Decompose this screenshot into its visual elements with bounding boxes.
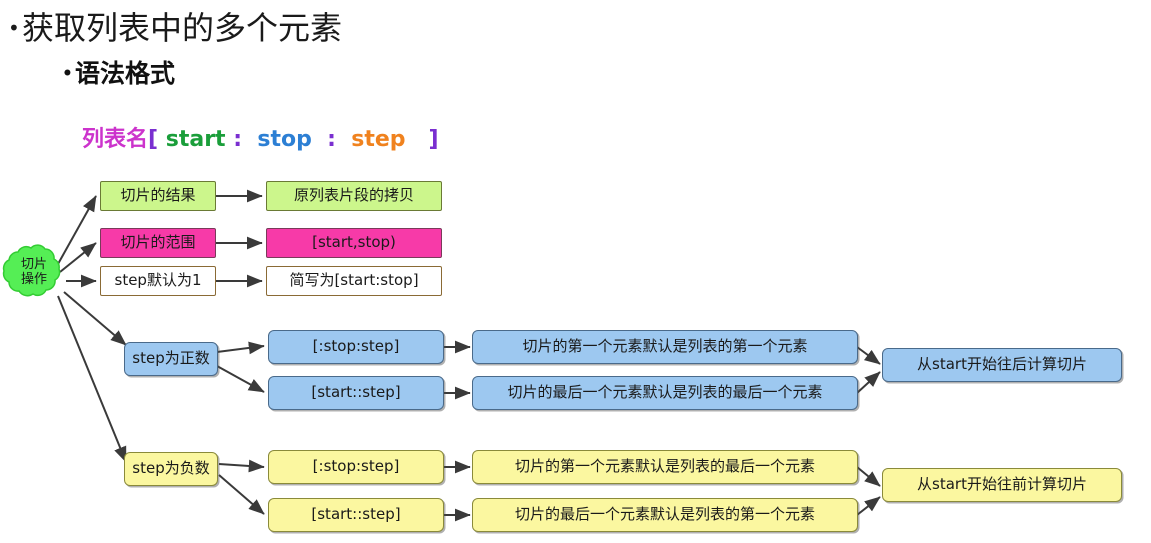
node-positive-desc-2[interactable]: 切片的最后一个元素默认是列表的最后一个元素 — [472, 376, 858, 410]
node-step-positive[interactable]: step为正数 — [124, 342, 218, 376]
syntax-bracket-open: [ — [148, 127, 159, 152]
node-positive-desc-1[interactable]: 切片的第一个元素默认是列表的第一个元素 — [472, 330, 858, 364]
syntax-list-name: 列表名 — [82, 127, 149, 152]
node-step-default[interactable]: step默认为1 — [100, 266, 216, 296]
syntax-bracket-close: ] — [413, 127, 439, 152]
syntax-colon-2: : — [319, 127, 344, 152]
node-slice-result-effect-label: 原列表片段的拷贝 — [293, 186, 414, 205]
node-root-cloud[interactable]: 切片 操作 — [2, 242, 66, 304]
syntax-step: step — [343, 127, 414, 152]
node-negative-slice-2-label: [start::step] — [311, 505, 401, 524]
node-positive-result[interactable]: 从start开始往后计算切片 — [882, 348, 1122, 382]
node-step-default-effect-label: 简写为[start:stop] — [289, 271, 419, 290]
syntax-stop: stop — [249, 127, 320, 152]
node-negative-slice-1[interactable]: [:stop:step] — [268, 450, 444, 484]
node-slice-result[interactable]: 切片的结果 — [100, 181, 216, 211]
node-negative-slice-1-label: [:stop:step] — [312, 457, 400, 476]
bullet-level-1: •获取列表中的多个元素 — [8, 8, 342, 48]
node-positive-desc-2-label: 切片的最后一个元素默认是列表的最后一个元素 — [507, 383, 823, 402]
syntax-start: start — [158, 127, 226, 152]
node-negative-desc-1[interactable]: 切片的第一个元素默认是列表的最后一个元素 — [472, 450, 858, 484]
node-negative-slice-2[interactable]: [start::step] — [268, 498, 444, 532]
node-negative-desc-2[interactable]: 切片的最后一个元素默认是列表的第一个元素 — [472, 498, 858, 532]
node-negative-result-label: 从start开始往前计算切片 — [917, 475, 1087, 494]
node-slice-result-effect[interactable]: 原列表片段的拷贝 — [266, 181, 442, 211]
node-step-positive-label: step为正数 — [132, 349, 210, 368]
syntax-line: 列表名[ start : stop : step ] — [82, 126, 439, 154]
node-negative-desc-1-label: 切片的第一个元素默认是列表的最后一个元素 — [514, 457, 815, 476]
bullet-level-1-text: 获取列表中的多个元素 — [22, 9, 343, 47]
cloud-shape-icon — [2, 244, 61, 297]
node-step-negative-label: step为负数 — [132, 459, 210, 478]
node-positive-slice-1[interactable]: [:stop:step] — [268, 330, 444, 364]
bullet-glyph-level-2: • — [62, 64, 73, 84]
node-slice-range-effect-label: [start,stop) — [312, 233, 396, 252]
node-step-default-label: step默认为1 — [114, 271, 202, 290]
node-positive-slice-2-label: [start::step] — [311, 383, 401, 402]
node-slice-range-label: 切片的范围 — [120, 233, 196, 252]
bullet-glyph-level-1: • — [8, 16, 20, 40]
bullet-level-2-text: 语法格式 — [75, 59, 176, 88]
node-slice-result-label: 切片的结果 — [120, 186, 196, 205]
node-positive-desc-1-label: 切片的第一个元素默认是列表的第一个元素 — [522, 337, 808, 356]
node-positive-slice-2[interactable]: [start::step] — [268, 376, 444, 410]
node-step-negative[interactable]: step为负数 — [124, 452, 218, 486]
node-step-default-effect[interactable]: 简写为[start:stop] — [266, 266, 442, 296]
node-slice-range[interactable]: 切片的范围 — [100, 228, 216, 258]
syntax-colon-1: : — [225, 127, 250, 152]
bullet-level-2: •语法格式 — [62, 58, 175, 90]
node-negative-desc-2-label: 切片的最后一个元素默认是列表的第一个元素 — [514, 505, 815, 524]
node-positive-slice-1-label: [:stop:step] — [312, 337, 400, 356]
node-root-cloud-label: 切片 操作 — [20, 257, 47, 287]
node-negative-result[interactable]: 从start开始往前计算切片 — [882, 468, 1122, 502]
node-positive-result-label: 从start开始往后计算切片 — [917, 355, 1087, 374]
node-slice-range-effect[interactable]: [start,stop) — [266, 228, 442, 258]
